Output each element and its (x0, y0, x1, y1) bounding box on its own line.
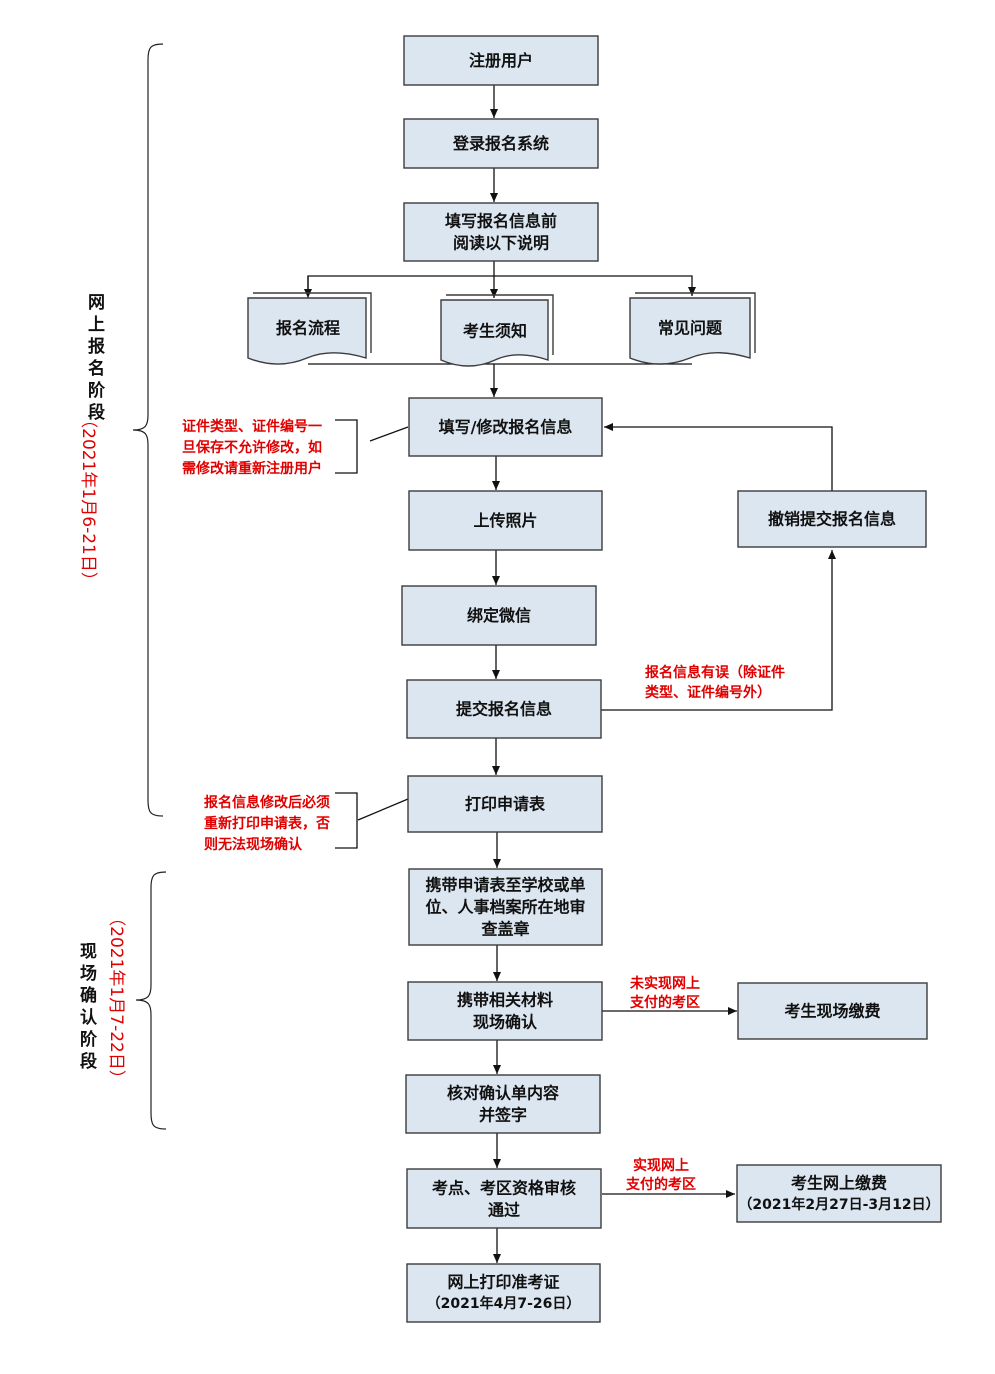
svg-text:登录报名系统: 登录报名系统 (452, 134, 549, 153)
svg-text:重新打印申请表，否: 重新打印申请表，否 (204, 815, 330, 832)
svg-text:类型、证件编号外）: 类型、证件编号外） (645, 684, 771, 701)
doc-faq: 常见问题 (629, 292, 756, 365)
svg-text:名: 名 (88, 358, 105, 379)
svg-text:常见问题: 常见问题 (658, 319, 723, 338)
note-no-online-payment-area: 未实现网上 支付的考区 (629, 975, 700, 1011)
svg-text:场: 场 (80, 964, 97, 984)
doc-notice: 考生须知 (440, 294, 554, 367)
svg-text:认: 认 (80, 1007, 98, 1028)
svg-text:携带申请表至学校或单: 携带申请表至学校或单 (425, 876, 585, 895)
node-online-payment: 考生网上缴费 （2021年2月27日-3月12日） (736, 1164, 942, 1223)
online-stage-period: （2021年1月6-21日） (78, 411, 98, 589)
svg-text:（2021年4月7-26日）: （2021年4月7-26日） (427, 1295, 581, 1312)
svg-text:携带相关材料: 携带相关材料 (457, 991, 553, 1010)
svg-text:确: 确 (80, 985, 97, 1006)
node-register: 注册用户 (403, 35, 599, 86)
svg-text:报: 报 (88, 336, 105, 357)
node-onsite-payment: 考生现场缴费 (737, 982, 928, 1040)
svg-text:实现网上: 实现网上 (633, 1157, 689, 1174)
svg-text:旦保存不允许修改，如: 旦保存不允许修改，如 (182, 439, 322, 456)
svg-text:支付的考区: 支付的考区 (625, 1176, 696, 1193)
node-verify-sign: 核对确认单内容 并签字 (405, 1074, 601, 1134)
svg-text:网: 网 (88, 293, 105, 313)
node-print-admission-ticket: 网上打印准考证 （2021年4月7-26日） (406, 1263, 601, 1323)
doc-process: 报名流程 (247, 292, 372, 365)
svg-text:撤销提交报名信息: 撤销提交报名信息 (768, 510, 896, 529)
svg-text:段: 段 (80, 1051, 97, 1072)
svg-text:并签字: 并签字 (479, 1106, 527, 1125)
svg-text:核对确认单内容: 核对确认单内容 (447, 1084, 559, 1103)
note-reprint-required: 报名信息修改后必须 重新打印申请表，否 则无法现场确认 (204, 794, 330, 853)
svg-text:网上打印准考证: 网上打印准考证 (447, 1273, 559, 1292)
svg-text:现场确认: 现场确认 (473, 1013, 538, 1032)
svg-text:现: 现 (80, 942, 97, 962)
svg-text:绑定微信: 绑定微信 (467, 606, 531, 625)
node-login: 登录报名系统 (403, 118, 599, 169)
svg-text:阅读以下说明: 阅读以下说明 (453, 234, 549, 253)
node-onsite-confirm: 携带相关材料 现场确认 (407, 981, 603, 1041)
svg-text:（2021年2月27日-3月12日）: （2021年2月27日-3月12日） (738, 1196, 939, 1213)
svg-text:阶: 阶 (80, 1029, 98, 1050)
svg-text:未实现网上: 未实现网上 (630, 975, 700, 992)
svg-text:支付的考区: 支付的考区 (629, 994, 700, 1011)
connectors (304, 85, 836, 1263)
svg-text:位、人事档案所在地审: 位、人事档案所在地审 (425, 898, 585, 917)
node-submit-info: 提交报名信息 (406, 679, 602, 739)
svg-text:查盖章: 查盖章 (481, 920, 529, 939)
note-id-cannot-change: 证件类型、证件编号一 旦保存不允许修改，如 需修改请重新注册用户 (182, 418, 322, 477)
svg-text:打印申请表: 打印申请表 (465, 795, 546, 814)
node-upload-photo: 上传照片 (408, 490, 603, 551)
svg-text:考生网上缴费: 考生网上缴费 (791, 1174, 887, 1193)
node-bind-wechat: 绑定微信 (401, 585, 597, 646)
svg-text:阶: 阶 (88, 380, 106, 401)
svg-text:考生现场缴费: 考生现场缴费 (784, 1002, 880, 1021)
svg-text:报名流程: 报名流程 (276, 319, 340, 338)
svg-text:通过: 通过 (488, 1201, 520, 1220)
svg-text:需修改请重新注册用户: 需修改请重新注册用户 (182, 460, 322, 477)
svg-text:报名信息有误（除证件: 报名信息有误（除证件 (645, 664, 785, 681)
onsite-stage-bracket (135, 871, 167, 1130)
online-stage-title: 网 上 报 名 阶 段 (88, 293, 106, 423)
online-stage-bracket (132, 43, 164, 817)
note-info-error: 报名信息有误（除证件 类型、证件编号外） (645, 664, 785, 701)
svg-text:填写报名信息前: 填写报名信息前 (445, 212, 557, 231)
svg-text:上传照片: 上传照片 (473, 511, 537, 530)
svg-text:注册用户: 注册用户 (469, 51, 533, 70)
svg-text:提交报名信息: 提交报名信息 (456, 700, 552, 719)
svg-text:则无法现场确认: 则无法现场确认 (204, 836, 303, 853)
svg-text:报名信息修改后必须: 报名信息修改后必须 (204, 794, 330, 811)
node-fill-info: 填写/修改报名信息 (408, 397, 603, 457)
node-stamp: 携带申请表至学校或单 位、人事档案所在地审 查盖章 (408, 868, 603, 946)
onsite-stage-title: 现 场 确 认 阶 段 (80, 942, 98, 1072)
svg-text:证件类型、证件编号一: 证件类型、证件编号一 (182, 418, 322, 435)
svg-text:考点、考区资格审核: 考点、考区资格审核 (432, 1179, 576, 1198)
note-online-payment-area: 实现网上 支付的考区 (625, 1157, 696, 1193)
node-qualification-review: 考点、考区资格审核 通过 (406, 1168, 602, 1229)
node-cancel-submission: 撤销提交报名信息 (737, 490, 927, 548)
node-read-instructions: 填写报名信息前 阅读以下说明 (403, 202, 599, 262)
onsite-stage-period: （2021年1月7-22日） (106, 909, 126, 1087)
svg-text:考生须知: 考生须知 (463, 322, 527, 341)
svg-text:填写/修改报名信息: 填写/修改报名信息 (439, 418, 573, 437)
node-print-form: 打印申请表 (407, 775, 603, 833)
svg-text:段: 段 (88, 402, 105, 423)
svg-text:上: 上 (88, 315, 105, 335)
